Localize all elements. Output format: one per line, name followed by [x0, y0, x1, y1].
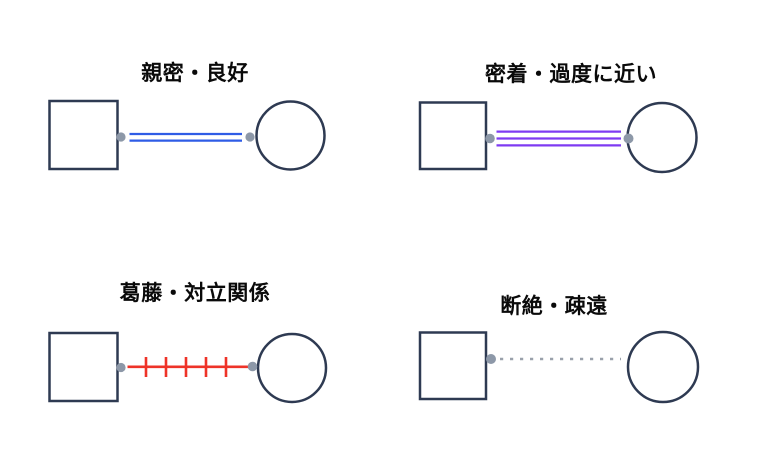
male-square [48, 331, 119, 403]
male-square [418, 101, 488, 171]
female-circle [626, 330, 700, 404]
connector-dot-right [247, 361, 258, 372]
connector-dot-right [623, 133, 634, 144]
double-line-icon [129, 132, 242, 142]
panel-estranged [418, 330, 700, 404]
triple-line-icon [496, 130, 621, 147]
female-circle [626, 101, 698, 174]
male-square [48, 99, 119, 171]
conflict-tick-marks [144, 357, 228, 377]
connector-dot-left [486, 354, 496, 364]
panel-enmeshed-label: 密着・過度に近い [485, 63, 657, 86]
panel-intimate-label: 親密・良好 [141, 62, 249, 85]
connector-dot-left [485, 133, 495, 144]
female-circle [256, 332, 328, 404]
connector-dot-left [116, 132, 126, 142]
panel-estranged-label: 断絶・疎遠 [500, 295, 608, 318]
connector-dot-right [245, 132, 255, 142]
panel-intimate [48, 99, 326, 171]
crosshatched-line-icon [127, 357, 248, 377]
panel-conflict [48, 331, 328, 404]
panel-enmeshed [418, 101, 698, 174]
connector-dot-left [116, 362, 126, 373]
female-circle [255, 100, 326, 171]
male-square [418, 331, 488, 401]
panel-conflict-label: 葛藤・対立関係 [119, 282, 271, 305]
